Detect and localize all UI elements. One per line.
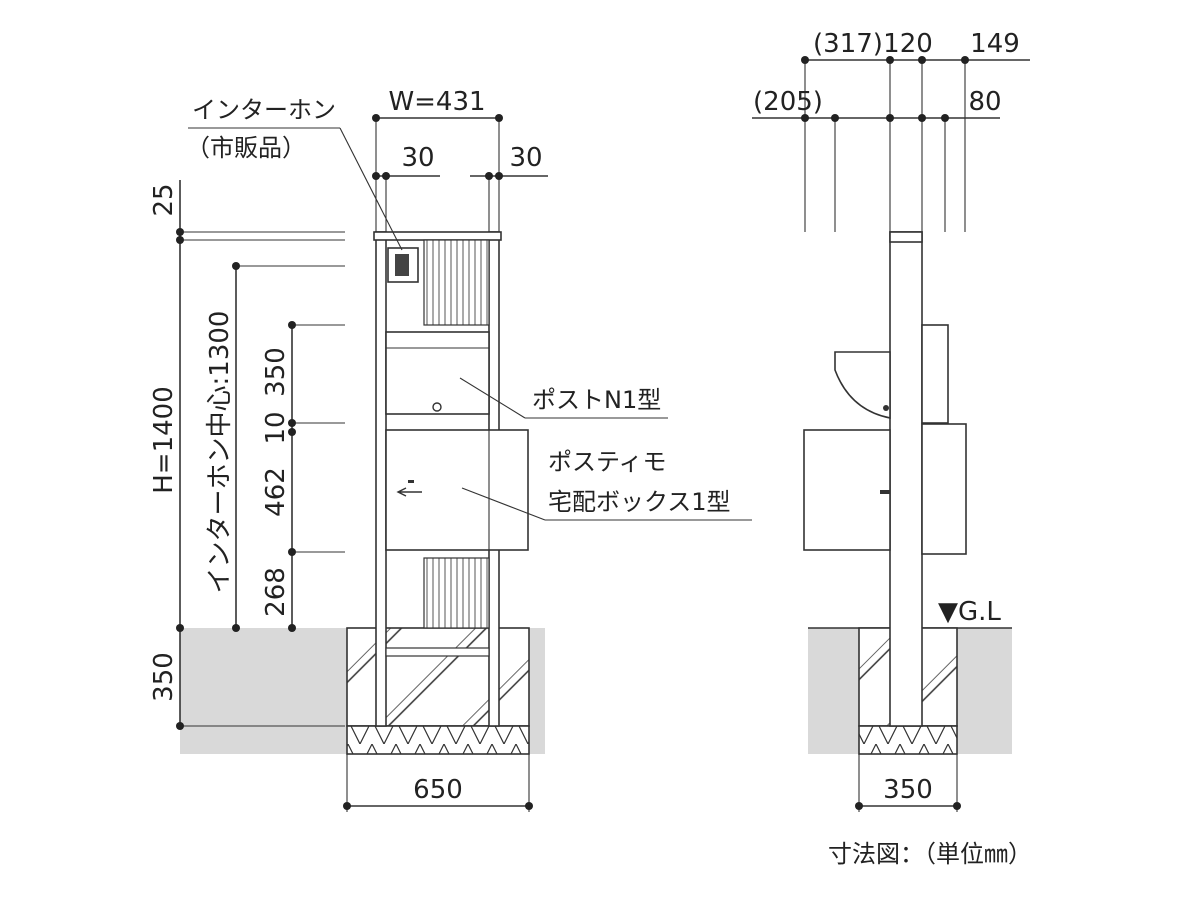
side-gravel-base xyxy=(858,725,958,755)
label-intercom-note: （市販品） xyxy=(186,134,306,162)
dim-bottom-height: 268 xyxy=(261,567,291,617)
dim-post-left: 30 xyxy=(401,143,434,173)
label-post-n1: ポストN1型 xyxy=(532,386,661,414)
underground-bar xyxy=(385,647,490,657)
dim-height-total: H=1400 xyxy=(149,386,179,494)
side-delivery-box-back xyxy=(921,423,967,555)
dim-317: (317) xyxy=(813,29,883,59)
dim-120: 120 xyxy=(883,29,933,59)
bottom-slat-panel xyxy=(423,557,490,629)
side-view: (317) 120 149 (205) 80 ▼G.L 350 xyxy=(752,29,1030,812)
delivery-box xyxy=(385,429,529,551)
mailbox-n1 xyxy=(385,331,490,415)
dim-mailbox-height: 350 xyxy=(261,347,291,397)
dim-205: (205) xyxy=(753,87,823,117)
left-post xyxy=(375,231,387,727)
dim-width-total: W=431 xyxy=(388,87,485,117)
side-cap xyxy=(889,231,923,243)
top-slat-panel xyxy=(423,239,490,326)
dim-cap-height: 25 xyxy=(149,183,179,216)
dim-80: 80 xyxy=(968,87,1001,117)
side-post xyxy=(889,231,923,727)
label-intercom: インターホン xyxy=(192,96,336,124)
intercom-screen xyxy=(395,254,409,276)
ground-level-label: ▼G.L xyxy=(938,597,1001,627)
label-delivery-box: 宅配ボックス1型 xyxy=(548,488,731,516)
side-mailbox-flap xyxy=(834,351,891,419)
side-mailbox-back xyxy=(921,324,949,424)
box-handle-icon xyxy=(396,487,422,497)
box-indicator xyxy=(408,480,414,483)
label-postime: ポスティモ xyxy=(548,448,667,476)
dim-foundation-width-side: 350 xyxy=(883,775,933,805)
dim-embed-depth: 350 xyxy=(149,652,179,702)
dim-foundation-width-front: 650 xyxy=(413,775,463,805)
dim-intercom-center: インターホン中心:1300 xyxy=(205,311,235,594)
side-delivery-box-front xyxy=(803,429,891,551)
dim-gap: 10 xyxy=(261,411,291,444)
dim-149: 149 xyxy=(970,29,1020,59)
gravel-base xyxy=(346,725,530,755)
concrete-foundation xyxy=(346,627,530,727)
mailbox-lock-icon xyxy=(432,402,442,412)
dim-post-right: 30 xyxy=(509,143,542,173)
dim-box-height: 462 xyxy=(261,467,291,517)
drawing-caption: 寸法図：（単位㎜） xyxy=(828,840,1032,868)
front-view: 25 H=1400 インターホン中心:1300 350 10 462 268 3… xyxy=(149,87,752,812)
